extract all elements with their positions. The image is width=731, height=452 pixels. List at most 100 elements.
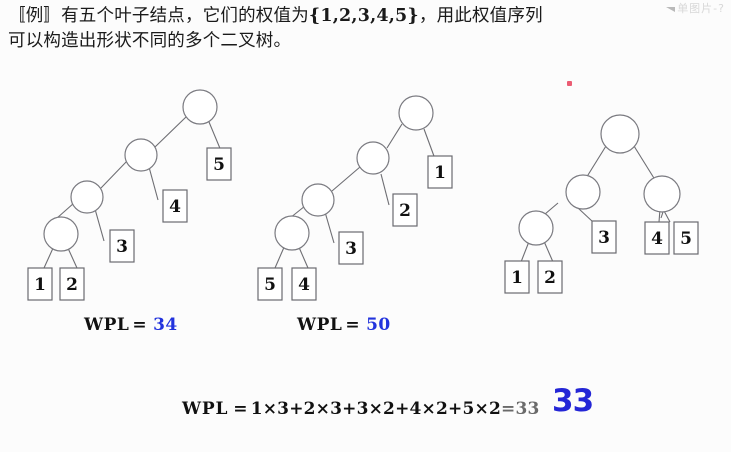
- tree-2-leaf-label-2: 3: [345, 239, 357, 259]
- heading-weight-set: {1,2,3,4,5}: [308, 6, 419, 26]
- play-triangle-icon: [666, 6, 676, 12]
- formula-tail-equals: =: [500, 399, 516, 419]
- red-dot-marker: [567, 81, 572, 86]
- wpl-caption-tree-2: WPL=50: [297, 315, 391, 335]
- tree-1-leaf-label-1: 2: [66, 275, 78, 295]
- tree-3-leaf-label-1: 2: [544, 268, 556, 288]
- tree-2-leaf-3: 2: [392, 193, 418, 227]
- wpl-label-1: WPL: [84, 315, 130, 335]
- wpl-label-2: WPL: [297, 315, 343, 335]
- heading-text-suffix: ，用此权值序列: [418, 6, 543, 26]
- tree-3-leaf-4: 5: [673, 221, 699, 255]
- tree-1-edge-root-n2: [154, 116, 187, 148]
- tree-3-leaf-label-0: 1: [511, 268, 523, 288]
- tree-2-edge-n2-leaf2: [380, 173, 390, 206]
- tree-1-leafbox-4: [206, 147, 232, 181]
- tree-3-leafbox-1: [537, 260, 563, 294]
- tree-2-edge-n3-n4: [279, 205, 306, 227]
- tree-1-edge-n3-n4: [47, 202, 75, 227]
- tree-2-leaf-label-4: 1: [434, 163, 446, 183]
- tree-3: 1 2 3 4 5: [504, 114, 699, 294]
- tree-1-leaf-label-0: 1: [34, 275, 46, 295]
- tree-1-leaf-4: 5: [206, 147, 232, 181]
- tree-1-edge-root-leaf5: [208, 121, 225, 159]
- tree-1-edge-n2-leaf4: [148, 166, 159, 201]
- tree-3-edge-left-n: [537, 202, 559, 221]
- tree-3-leafbox-2: [591, 220, 617, 254]
- tree-1-edge-n3-leaf3: [94, 208, 105, 242]
- tree-2-leaf-0: 5: [257, 267, 283, 301]
- tree-1: 1 2 3 4 5: [27, 89, 232, 301]
- tree-2-leafbox-1: [291, 267, 317, 301]
- tree-3-leafbox-0: [504, 260, 530, 294]
- formula-label: WPL: [182, 399, 229, 419]
- tree-3-edge-right-leaf5: [662, 208, 671, 223]
- tree-1-leaf-3: 4: [162, 189, 188, 223]
- tree-1-edge-n4-leaf2: [66, 245, 78, 269]
- tree-1-node-internal-2: [124, 138, 158, 172]
- tree-1-leaf-1: 2: [59, 267, 85, 301]
- page-title: 〚例〛有五个叶子结点，它们的权值为{1,2,3,4,5}，用此权值序列可以构造出…: [8, 4, 708, 54]
- handwritten-result-annotation: 33: [552, 383, 594, 419]
- tree-2-edge-n3-leaf3: [324, 211, 335, 244]
- heading-line-2: 可以构造出形状不同的多个二叉树。: [8, 31, 292, 51]
- tree-1-node-internal-4: [43, 216, 79, 252]
- tree-2-node-internal-4: [274, 215, 310, 251]
- wpl-equals-2: =: [345, 315, 361, 335]
- wpl-caption-tree-1: WPL=34: [84, 315, 178, 335]
- tree-2-leafbox-0: [257, 267, 283, 301]
- tree-3-leaf-1: 2: [537, 260, 563, 294]
- tree-2-edge-root-leaf1: [423, 128, 439, 168]
- tree-1-leafbox-1: [59, 267, 85, 301]
- tree-1-leafbox-0: [27, 267, 53, 301]
- tree-2-edge-n4-leaf4: [297, 244, 309, 269]
- tree-2-leaf-label-3: 2: [399, 201, 411, 221]
- tree-1-leaf-label-3: 4: [169, 197, 181, 217]
- tree-2-edge-n4-leaf5: [274, 244, 286, 269]
- tree-3-node-root: [600, 114, 640, 154]
- tree-3-node-internal-leftleft: [518, 210, 554, 246]
- tree-3-leafbox-3: [644, 221, 670, 255]
- tree-2-edge-root-n2: [386, 123, 403, 149]
- tree-3-leaf-label-2: 3: [598, 228, 610, 248]
- tree-3-edge-right-leaf4b: [658, 208, 661, 223]
- tree-2-leaf-4: 1: [427, 155, 453, 189]
- tree-1-leaf-2: 3: [109, 229, 135, 263]
- tree-3-leaf-3: 4: [644, 221, 670, 255]
- tree-3-edge-n-leaf2: [542, 238, 554, 263]
- tree-1-node-internal-3: [70, 180, 104, 214]
- formula-printed-result: 33: [515, 399, 540, 419]
- wpl-formula: WPL=1×3+2×3+3×2+4×2+5×2=33: [182, 399, 540, 419]
- tree-2: 5 4 3 2 1: [257, 95, 453, 301]
- tree-3-edge-right-leaf4: [660, 208, 665, 219]
- tree-2-leaf-label-1: 4: [298, 275, 310, 295]
- wpl-equals-1: =: [132, 315, 148, 335]
- tree-2-leaf-2: 3: [338, 231, 364, 265]
- tree-1-edge-n4-leaf1: [43, 245, 55, 269]
- tree-2-leaf-label-0: 5: [264, 275, 276, 295]
- watermark-label: 单图片-?: [677, 2, 725, 15]
- tree-1-leaf-label-2: 3: [116, 237, 128, 257]
- tree-1-leafbox-2: [109, 229, 135, 263]
- formula-terms: 1×3+2×3+3×2+4×2+5×2: [250, 399, 501, 419]
- tree-2-node-internal-2: [356, 141, 390, 175]
- formula-equals: =: [233, 399, 248, 419]
- tree-1-leafbox-3: [162, 189, 188, 223]
- tree-3-edge-n-leaf1: [520, 238, 531, 263]
- tree-3-leaf-2: 3: [591, 220, 617, 254]
- tree-3-edge-root-left: [582, 145, 607, 184]
- tree-3-leaf-label-3: 4: [651, 229, 663, 249]
- tree-2-leafbox-3: [392, 193, 418, 227]
- tree-2-leaf-1: 4: [291, 267, 317, 301]
- tree-1-edge-n2-n3: [100, 159, 129, 189]
- tree-3-edge-left-leaf3: [577, 207, 594, 223]
- tree-3-leaf-0: 1: [504, 260, 530, 294]
- tree-2-node-root: [398, 95, 434, 131]
- tree-2-edge-n2-n3: [331, 166, 361, 192]
- tree-3-leafbox-4: [673, 221, 699, 255]
- tree-2-leafbox-4: [427, 155, 453, 189]
- tree-1-leaf-0: 1: [27, 267, 53, 301]
- tree-3-edge-root-right: [633, 145, 658, 184]
